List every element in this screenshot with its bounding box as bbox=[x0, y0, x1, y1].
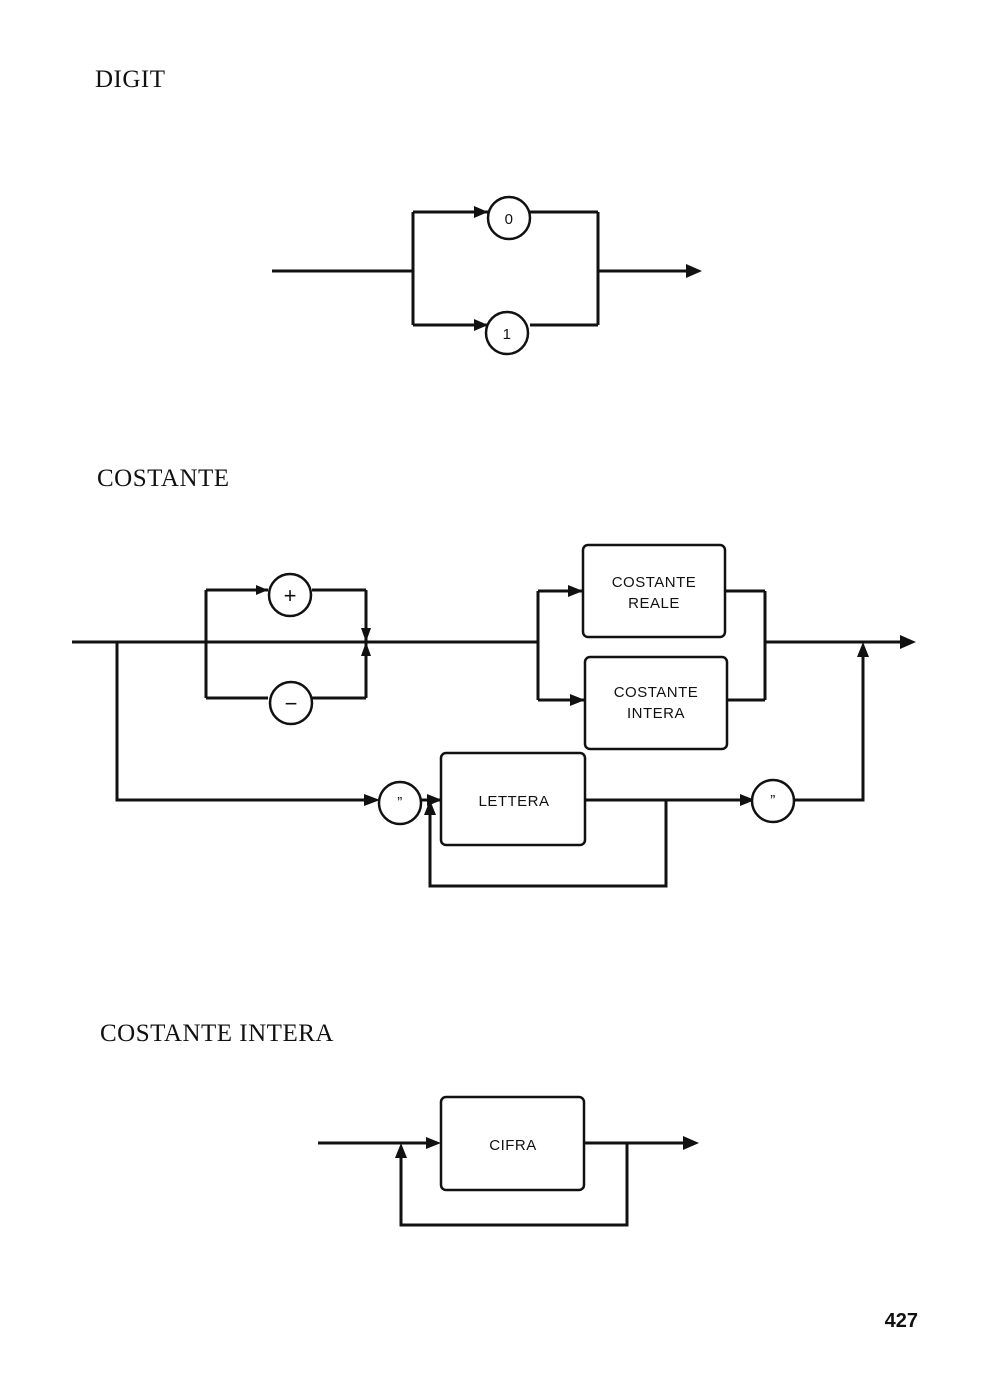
arrow-icon bbox=[361, 628, 371, 642]
costante-intera-label-2: INTERA bbox=[627, 705, 685, 722]
digit-one-node bbox=[484, 310, 530, 356]
costante-reale-label-2: REALE bbox=[628, 595, 680, 612]
arrow-icon bbox=[424, 800, 436, 815]
cifra-box bbox=[439, 1095, 586, 1192]
lettera-label: LETTERA bbox=[478, 793, 549, 810]
heading-costante: COSTANTE bbox=[97, 465, 230, 492]
arrow-icon bbox=[568, 585, 583, 597]
arrow-icon bbox=[256, 585, 268, 595]
quote-open-label: ” bbox=[397, 794, 403, 811]
intera-lines bbox=[318, 1141, 684, 1227]
heading-digit: DIGIT bbox=[95, 66, 166, 93]
plus-node bbox=[267, 572, 313, 618]
digit-one-label: 1 bbox=[503, 326, 512, 343]
digit-main-line bbox=[272, 210, 688, 327]
page-number: 427 bbox=[884, 1310, 918, 1332]
arrow-icon bbox=[683, 1136, 699, 1150]
plus-label: + bbox=[284, 583, 297, 608]
arrow-icon bbox=[857, 642, 869, 657]
digit-zero-label: 0 bbox=[505, 211, 514, 228]
digit-zero-node bbox=[486, 195, 532, 241]
sign-branch-lines bbox=[204, 588, 368, 700]
costante-reale-box bbox=[581, 543, 727, 639]
lettera-box bbox=[439, 751, 587, 847]
arrow-icon bbox=[361, 642, 371, 656]
minus-node bbox=[268, 680, 314, 726]
arrow-icon bbox=[426, 1137, 441, 1149]
arrow-icon bbox=[740, 794, 755, 806]
cifra-label: CIFRA bbox=[489, 1137, 537, 1154]
costante-diagram: + − COSTANTE REALE COSTANTE INTERA ” LET… bbox=[72, 543, 916, 888]
arrow-icon bbox=[900, 635, 916, 649]
arrow-icon bbox=[364, 794, 380, 806]
costante-intera-diagram: CIFRA bbox=[318, 1095, 699, 1227]
value-branch-lines bbox=[536, 589, 767, 702]
arrow-icon bbox=[474, 206, 488, 218]
costante-intera-box bbox=[583, 655, 729, 751]
costante-intera-label-1: COSTANTE bbox=[614, 684, 699, 701]
arrow-icon bbox=[686, 264, 702, 278]
digit-diagram: 0 1 bbox=[272, 195, 702, 356]
quote-open-node bbox=[377, 780, 423, 826]
quote-close-node bbox=[750, 778, 796, 824]
costante-reale-label-1: COSTANTE bbox=[612, 574, 697, 591]
arrow-icon bbox=[474, 319, 488, 331]
minus-label: − bbox=[285, 691, 298, 716]
arrow-icon bbox=[570, 694, 585, 706]
quote-close-label: ” bbox=[770, 792, 776, 809]
arrow-icon bbox=[395, 1143, 407, 1158]
heading-costante-intera: COSTANTE INTERA bbox=[100, 1020, 334, 1047]
